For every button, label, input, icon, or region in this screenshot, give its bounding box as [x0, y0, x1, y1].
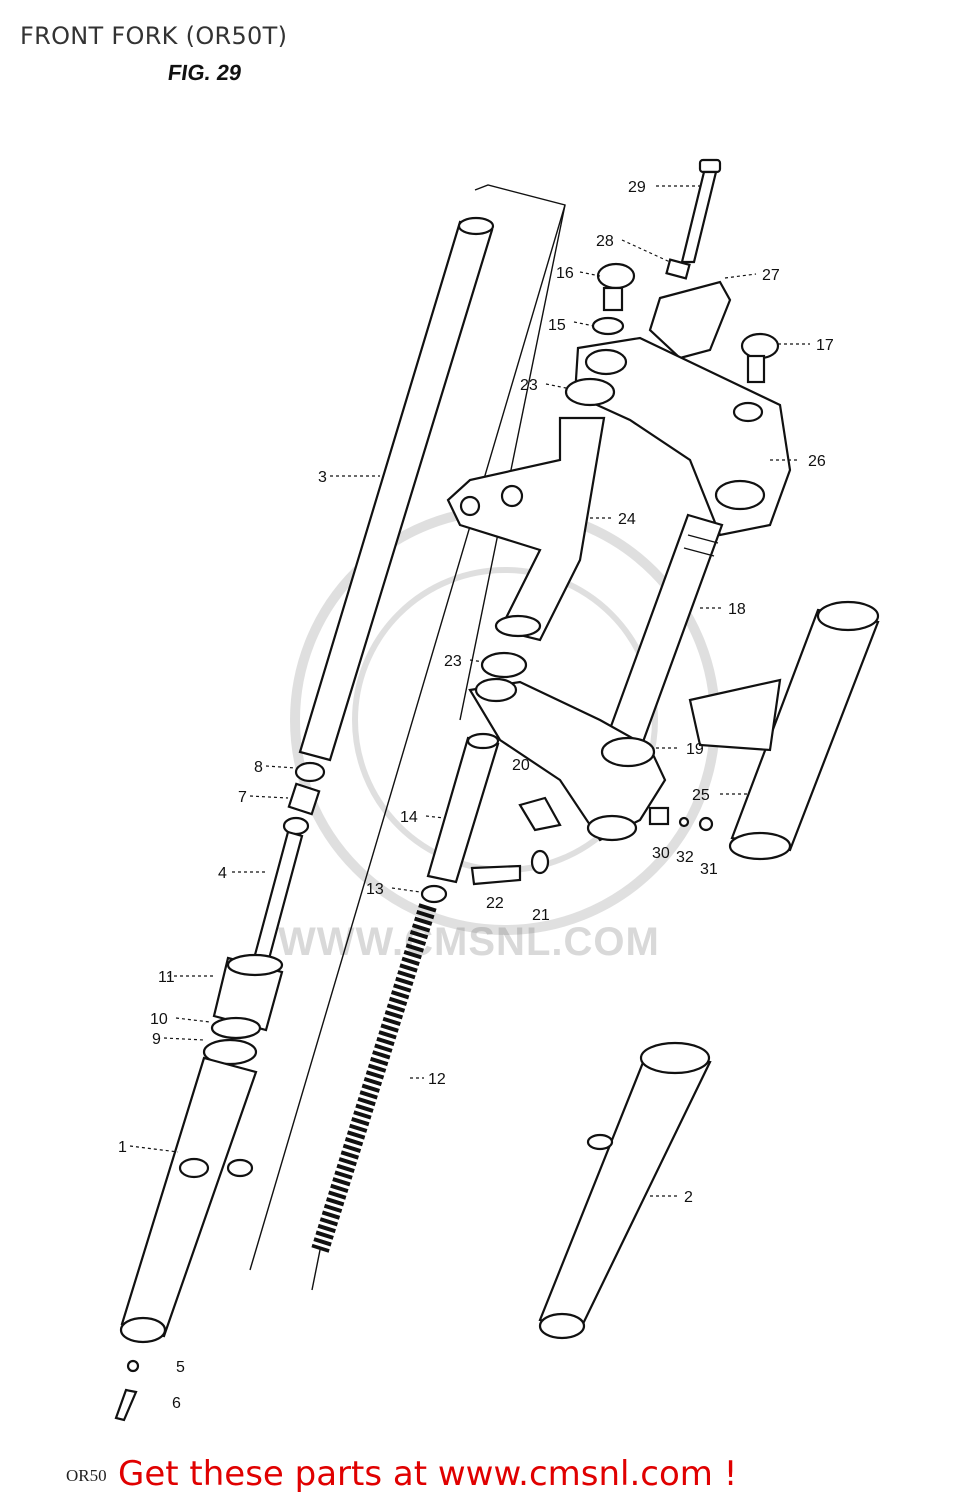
part-24-ring — [494, 614, 542, 638]
steering-head-assembly — [446, 158, 792, 886]
callout-23-upper: 23 — [520, 377, 538, 394]
callout-9: 9 — [152, 1031, 161, 1048]
part-8-seal — [294, 761, 326, 783]
part-16-shank — [602, 286, 624, 312]
callout-3: 3 — [318, 469, 327, 486]
callout-24: 24 — [618, 511, 636, 528]
callout-32: 32 — [676, 849, 694, 866]
part-3-tube-top — [457, 216, 495, 236]
part-1-axle-end — [119, 1316, 167, 1344]
part-25-right-top — [816, 600, 880, 632]
callout-13: 13 — [366, 881, 384, 898]
callout-4: 4 — [218, 865, 227, 882]
part-1-boss — [178, 1157, 210, 1179]
callout-6: 6 — [172, 1395, 181, 1412]
part-20-lock — [518, 796, 562, 832]
callout-26: 26 — [808, 453, 826, 470]
callout-16: 16 — [556, 265, 574, 282]
part-24-hole — [459, 495, 481, 517]
part-17-shank — [746, 354, 766, 384]
watermark-text: WWW.CMSNL.COM — [278, 920, 660, 964]
callout-18: 18 — [728, 601, 746, 618]
page-title: FRONT FORK (OR50T) — [20, 22, 288, 50]
part-25-bracket — [688, 678, 782, 752]
callout-22: 22 — [486, 895, 504, 912]
spring-leader — [311, 1249, 321, 1291]
part-17-bolt — [740, 332, 780, 360]
callout-labels: 29 28 16 27 15 17 23 26 3 24 18 23 19 8 … — [118, 179, 834, 1412]
part-31-screw — [698, 816, 714, 832]
callout-29: 29 — [628, 179, 646, 196]
part-23-lower-race — [480, 651, 528, 679]
leader-lines — [129, 185, 810, 1197]
callout-23-lower: 23 — [444, 653, 462, 670]
callout-5: 5 — [176, 1359, 185, 1376]
part-25-bottom — [728, 831, 792, 861]
callout-8: 8 — [254, 759, 263, 776]
part-14-top — [466, 732, 500, 750]
part-24-hole-2 — [500, 484, 524, 508]
part-2-boss — [586, 1133, 614, 1151]
part-28-washer — [665, 258, 691, 280]
part-27-clamp — [648, 280, 732, 360]
part-2-axle-end — [538, 1312, 586, 1340]
part-2-top — [639, 1041, 711, 1075]
callout-1: 1 — [118, 1139, 127, 1156]
part-26-bore-mid — [732, 401, 764, 423]
callout-19: 19 — [686, 741, 704, 758]
part-18-thread — [683, 534, 719, 557]
part-4-damper-rod — [250, 830, 304, 972]
part-26-bore-left — [584, 348, 628, 376]
grouping-bracket — [459, 184, 566, 721]
part-26-bore-right — [714, 479, 766, 511]
footer-link-text[interactable]: Get these parts at www.cmsnl.com ! — [118, 1454, 738, 1494]
callout-17: 17 — [816, 337, 834, 354]
part-21-washer — [530, 849, 550, 875]
part-29-bolt-head — [698, 158, 722, 174]
part-23-upper-race — [564, 377, 616, 407]
callout-20: 20 — [512, 757, 530, 774]
part-29-bolt-shank — [680, 170, 718, 264]
part-14-tube — [426, 736, 500, 884]
right-fork-assembly — [538, 600, 880, 1340]
callout-25: 25 — [692, 787, 710, 804]
part-10-ring — [210, 1016, 262, 1040]
part-19-bore — [600, 736, 656, 768]
model-code: OR50 — [66, 1466, 107, 1485]
callout-7: 7 — [238, 789, 247, 806]
part-1-lug — [226, 1158, 254, 1178]
grouping-line — [249, 204, 566, 1271]
part-15-washer — [591, 316, 625, 336]
part-16-bolt — [596, 262, 636, 290]
callout-12: 12 — [428, 1071, 446, 1088]
callout-11: 11 — [158, 969, 175, 986]
part-19-clamp — [586, 814, 638, 842]
part-19-bore-left — [474, 677, 518, 703]
callout-31: 31 — [700, 861, 718, 878]
callout-10: 10 — [150, 1011, 168, 1028]
part-22-bolt — [470, 864, 522, 886]
callout-15: 15 — [548, 317, 566, 334]
callout-21: 21 — [532, 907, 550, 924]
part-24-bracket — [446, 416, 606, 642]
left-fork-assembly — [114, 184, 566, 1422]
callout-14: 14 — [400, 809, 418, 826]
part-7-spring — [287, 782, 321, 816]
part-32-washer — [678, 816, 690, 828]
callout-30: 30 — [652, 845, 670, 862]
part-5-washer — [126, 1359, 140, 1373]
center-spring-assembly — [311, 732, 500, 1291]
part-1-lower-leg — [120, 1056, 258, 1338]
callout-28: 28 — [596, 233, 614, 250]
part-6-bolt — [114, 1388, 138, 1422]
part-13-ring — [420, 884, 448, 904]
part-19-lower-bracket — [468, 680, 667, 842]
part-11-top — [226, 953, 284, 977]
callout-2: 2 — [684, 1189, 693, 1206]
part-30-nut — [648, 806, 670, 826]
callout-27: 27 — [762, 267, 780, 284]
